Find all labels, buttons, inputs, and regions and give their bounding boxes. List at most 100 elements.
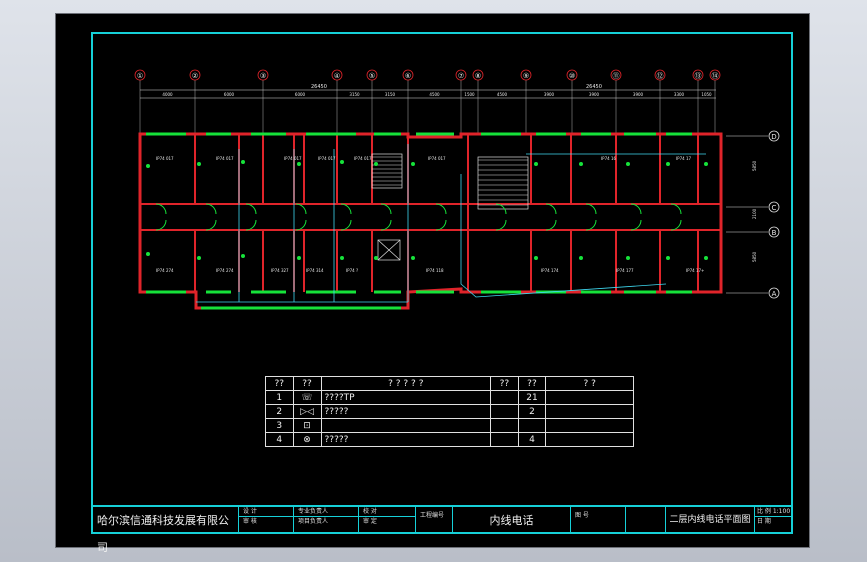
svg-text:④: ④ — [334, 72, 340, 80]
dim-label-right: 2100 — [752, 208, 757, 219]
drawing-name: 内线电话 — [453, 507, 571, 534]
room-label: IP74 017 — [284, 156, 302, 161]
axis-marker: ⑭ — [709, 69, 721, 81]
dim-label: 3900 — [633, 92, 644, 97]
total-dim-left: 26450 — [311, 84, 327, 90]
axis-marker: ⑧ — [472, 69, 484, 81]
room-label: IP74 274 — [156, 268, 174, 273]
room-label: IP74 177 — [616, 268, 634, 273]
telephone-cables — [196, 144, 706, 303]
legend-cell — [490, 390, 519, 405]
dim-label: 4500 — [429, 92, 440, 97]
legend-cell — [517, 418, 547, 433]
svg-text:⑨: ⑨ — [523, 72, 529, 80]
dim-label: 3900 — [589, 92, 600, 97]
room-label: IP74 017 — [318, 156, 336, 161]
room-label: IP74 274 — [216, 268, 234, 273]
tb-blank — [626, 507, 666, 534]
sheet-title: 二层内线电话平面图 — [666, 507, 755, 534]
tb-scale: 比 例 1:100 日 期 — [755, 508, 791, 525]
legend-cell: 3 — [265, 418, 294, 433]
room-label: IP74 16 — [601, 156, 616, 161]
svg-text:A: A — [772, 290, 777, 298]
legend-header-cell: ? ? — [545, 376, 634, 391]
legend-cell — [490, 404, 519, 419]
axis-marker: ⑫ — [654, 69, 666, 81]
axis-marker: ⑦ — [455, 69, 467, 81]
svg-text:⑭: ⑭ — [712, 72, 719, 80]
svg-text:②: ② — [192, 72, 198, 80]
legend-row: 4⊗?????4 — [265, 432, 634, 447]
legend-cell — [490, 418, 519, 433]
legend-cell: ????TP — [320, 390, 492, 405]
title-block: 哈尔滨信通科技发展有限公司 设 计 审 核 专业负责人 项目负责人 校 对 审 … — [91, 505, 793, 554]
company-name: 哈尔滨信通科技发展有限公司 — [91, 507, 239, 554]
svg-text:B: B — [772, 229, 777, 237]
legend-header-cell: ?? — [292, 376, 322, 391]
axis-marker: ① — [134, 69, 146, 81]
svg-text:⑫: ⑫ — [657, 72, 664, 80]
svg-text:⑥: ⑥ — [405, 72, 411, 80]
legend-cell — [545, 390, 634, 405]
axis-marker: ② — [189, 69, 201, 81]
tb-check: 校 对 审 定 — [359, 507, 416, 534]
dim-label-right: 5850 — [752, 160, 757, 171]
room-label: IP74 118 — [426, 268, 444, 273]
legend-cell: 2 — [517, 404, 547, 419]
legend-cell: 2 — [265, 404, 294, 419]
legend-cell: 4 — [517, 432, 547, 447]
svg-text:①: ① — [137, 72, 143, 80]
svg-text:⑦: ⑦ — [458, 72, 464, 80]
room-label: IP74 174 — [541, 268, 559, 273]
svg-text:D: D — [771, 133, 776, 141]
tb-lead: 专业负责人 项目负责人 — [294, 507, 359, 534]
legend-header-cell: ?? — [517, 376, 547, 391]
axis-marker: ⑥ — [402, 69, 414, 81]
drawing-frame — [91, 32, 793, 534]
axis-marker: ⑨ — [520, 69, 532, 81]
svg-text:③: ③ — [260, 72, 266, 80]
axis-marker-B: B — [726, 226, 780, 238]
legend-cell: 21 — [517, 390, 547, 405]
axis-marker: ⑤ — [366, 69, 378, 81]
legend-cell — [545, 418, 634, 433]
dim-label: 3150 — [385, 92, 396, 97]
axis-marker-D: D — [726, 130, 780, 142]
svg-text:C: C — [772, 204, 777, 212]
axis-marker: ④ — [331, 69, 343, 81]
legend-cell: 1 — [265, 390, 294, 405]
room-label: IP74 17 — [676, 156, 691, 161]
svg-text:⑬: ⑬ — [695, 72, 702, 80]
legend-symbol-icon: ⊡ — [292, 418, 322, 433]
svg-text:⑤: ⑤ — [369, 72, 375, 80]
room-label: IP74 017 — [216, 156, 234, 161]
room-label: IP74 017 — [156, 156, 174, 161]
room-label: IP74 ? — [346, 268, 358, 273]
tb-project-no: 工程编号 — [416, 507, 453, 534]
total-dim-right: 26450 — [586, 84, 602, 90]
room-label: IP74 17+ — [686, 268, 704, 273]
tb-design: 设 计 审 核 — [239, 507, 294, 534]
dim-label: 4500 — [497, 92, 508, 97]
legend-header-cell: ? ? ? ? ? — [320, 376, 492, 391]
axis-marker-A: A — [726, 287, 780, 299]
axis-marker: ③ — [257, 69, 269, 81]
svg-text:⑧: ⑧ — [475, 72, 481, 80]
axis-marker-C: C — [726, 201, 780, 213]
svg-text:⑪: ⑪ — [613, 72, 620, 80]
dim-label: 6000 — [295, 92, 306, 97]
dim-label: 6000 — [224, 92, 235, 97]
dim-label: 1050 — [701, 92, 712, 97]
legend-cell — [320, 418, 492, 433]
walls — [138, 132, 723, 310]
room-label: IP74 327 — [271, 268, 289, 273]
axis-marker: ⑬ — [692, 69, 704, 81]
legend-header-cell: ?? — [490, 376, 519, 391]
legend-cell: ????? — [320, 404, 492, 419]
